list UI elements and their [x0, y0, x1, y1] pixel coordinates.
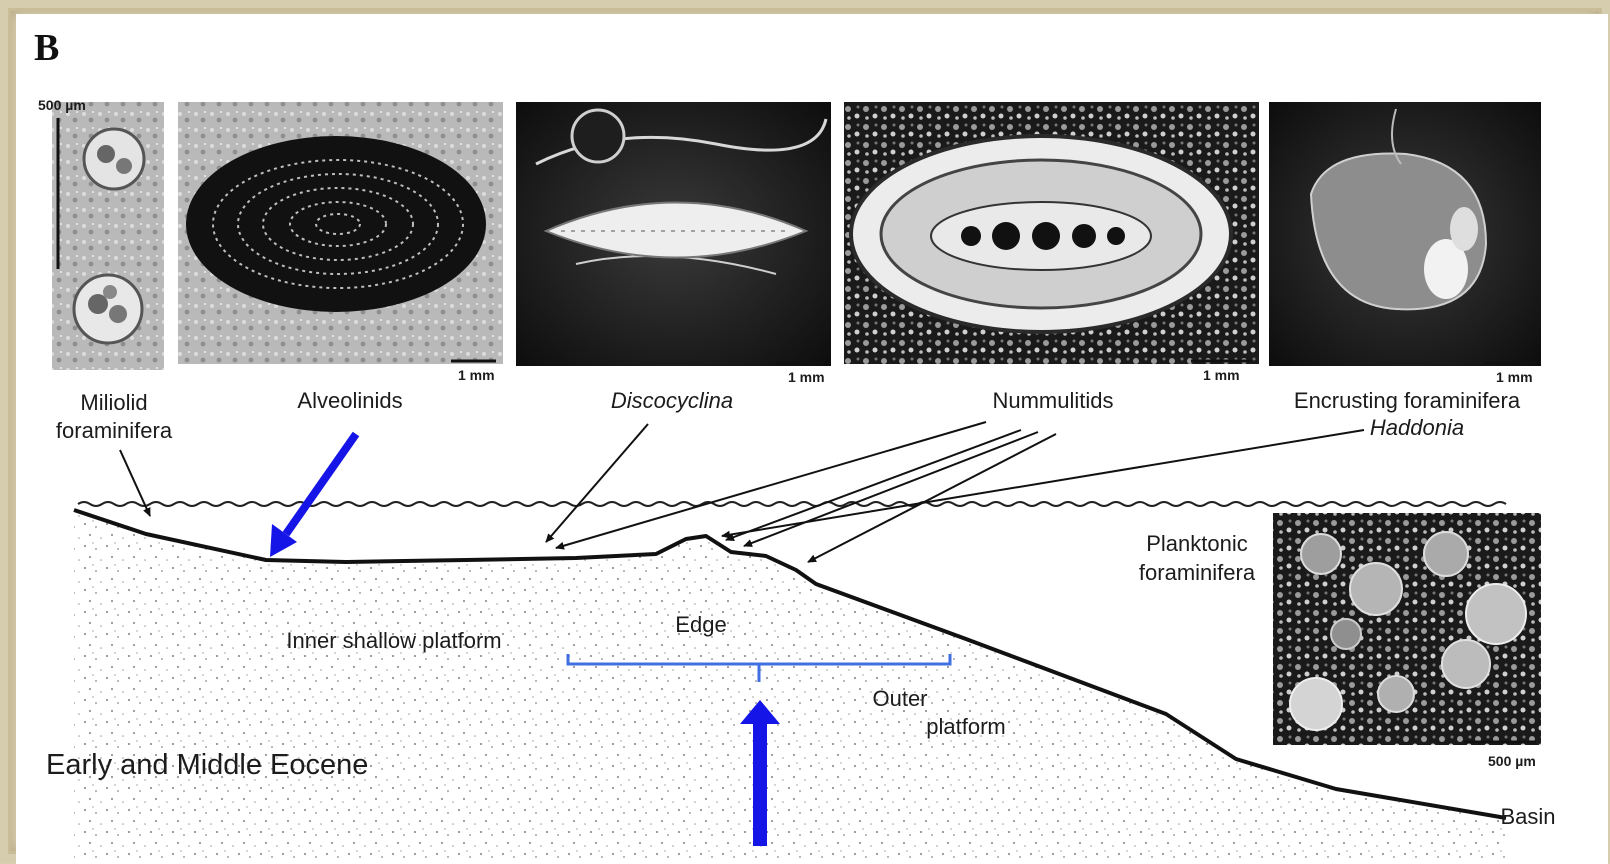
zone-basin: Basin	[1500, 804, 1555, 829]
nummulitids-pointer-arrow-4	[808, 434, 1056, 562]
era-label: Early and Middle Eocene	[46, 749, 368, 781]
planktonic-scale-label: 500 µm	[1488, 753, 1536, 769]
alveolinids-blue-arrow	[270, 434, 356, 557]
encrusting-label: Encrusting foraminifera	[1294, 388, 1521, 413]
alveolinids-photo	[178, 102, 503, 364]
nummulitids-scale-label: 1 mm	[1203, 367, 1240, 383]
zone-inner-platform: Inner shallow platform	[286, 628, 501, 653]
miliolid-label-line2: foraminifera	[56, 418, 173, 443]
alveolinids-label: Alveolinids	[297, 388, 402, 413]
zone-outer-line1: Outer	[872, 686, 927, 711]
facies-diagram: B 500 µm 1 mm 1 mm	[16, 14, 1608, 864]
miliolid-label-line1: Miliolid	[80, 390, 147, 415]
discocyclina-photo	[516, 102, 831, 366]
zone-edge: Edge	[675, 612, 726, 637]
discocyclina-pointer-arrow	[546, 424, 648, 542]
nummulitids-pointer-arrow-1	[556, 422, 986, 548]
discocyclina-scale-label: 1 mm	[788, 369, 825, 385]
haddonia-pointer-arrow	[722, 430, 1364, 536]
planktonic-label-line1: Planktonic	[1146, 531, 1248, 556]
encrusting-photo	[1269, 102, 1541, 366]
miliolid-pointer-arrow	[120, 450, 150, 516]
miliolid-scale-label: 500 µm	[38, 97, 86, 113]
nummulitids-label: Nummulitids	[992, 388, 1113, 413]
encrusting-scale-label: 1 mm	[1496, 369, 1533, 385]
zone-outer-line2: platform	[926, 714, 1005, 739]
haddonia-label: Haddonia	[1370, 415, 1464, 440]
alveolinids-scale-label: 1 mm	[458, 367, 495, 383]
miliolid-photo	[52, 102, 164, 370]
sea-surface-line	[78, 502, 1506, 506]
discocyclina-label: Discocyclina	[611, 388, 733, 413]
panel-letter: B	[34, 27, 59, 69]
figure-canvas: B 500 µm 1 mm 1 mm	[16, 14, 1608, 864]
nummulitids-photo	[844, 102, 1259, 364]
planktonic-label-line2: foraminifera	[1139, 560, 1256, 585]
